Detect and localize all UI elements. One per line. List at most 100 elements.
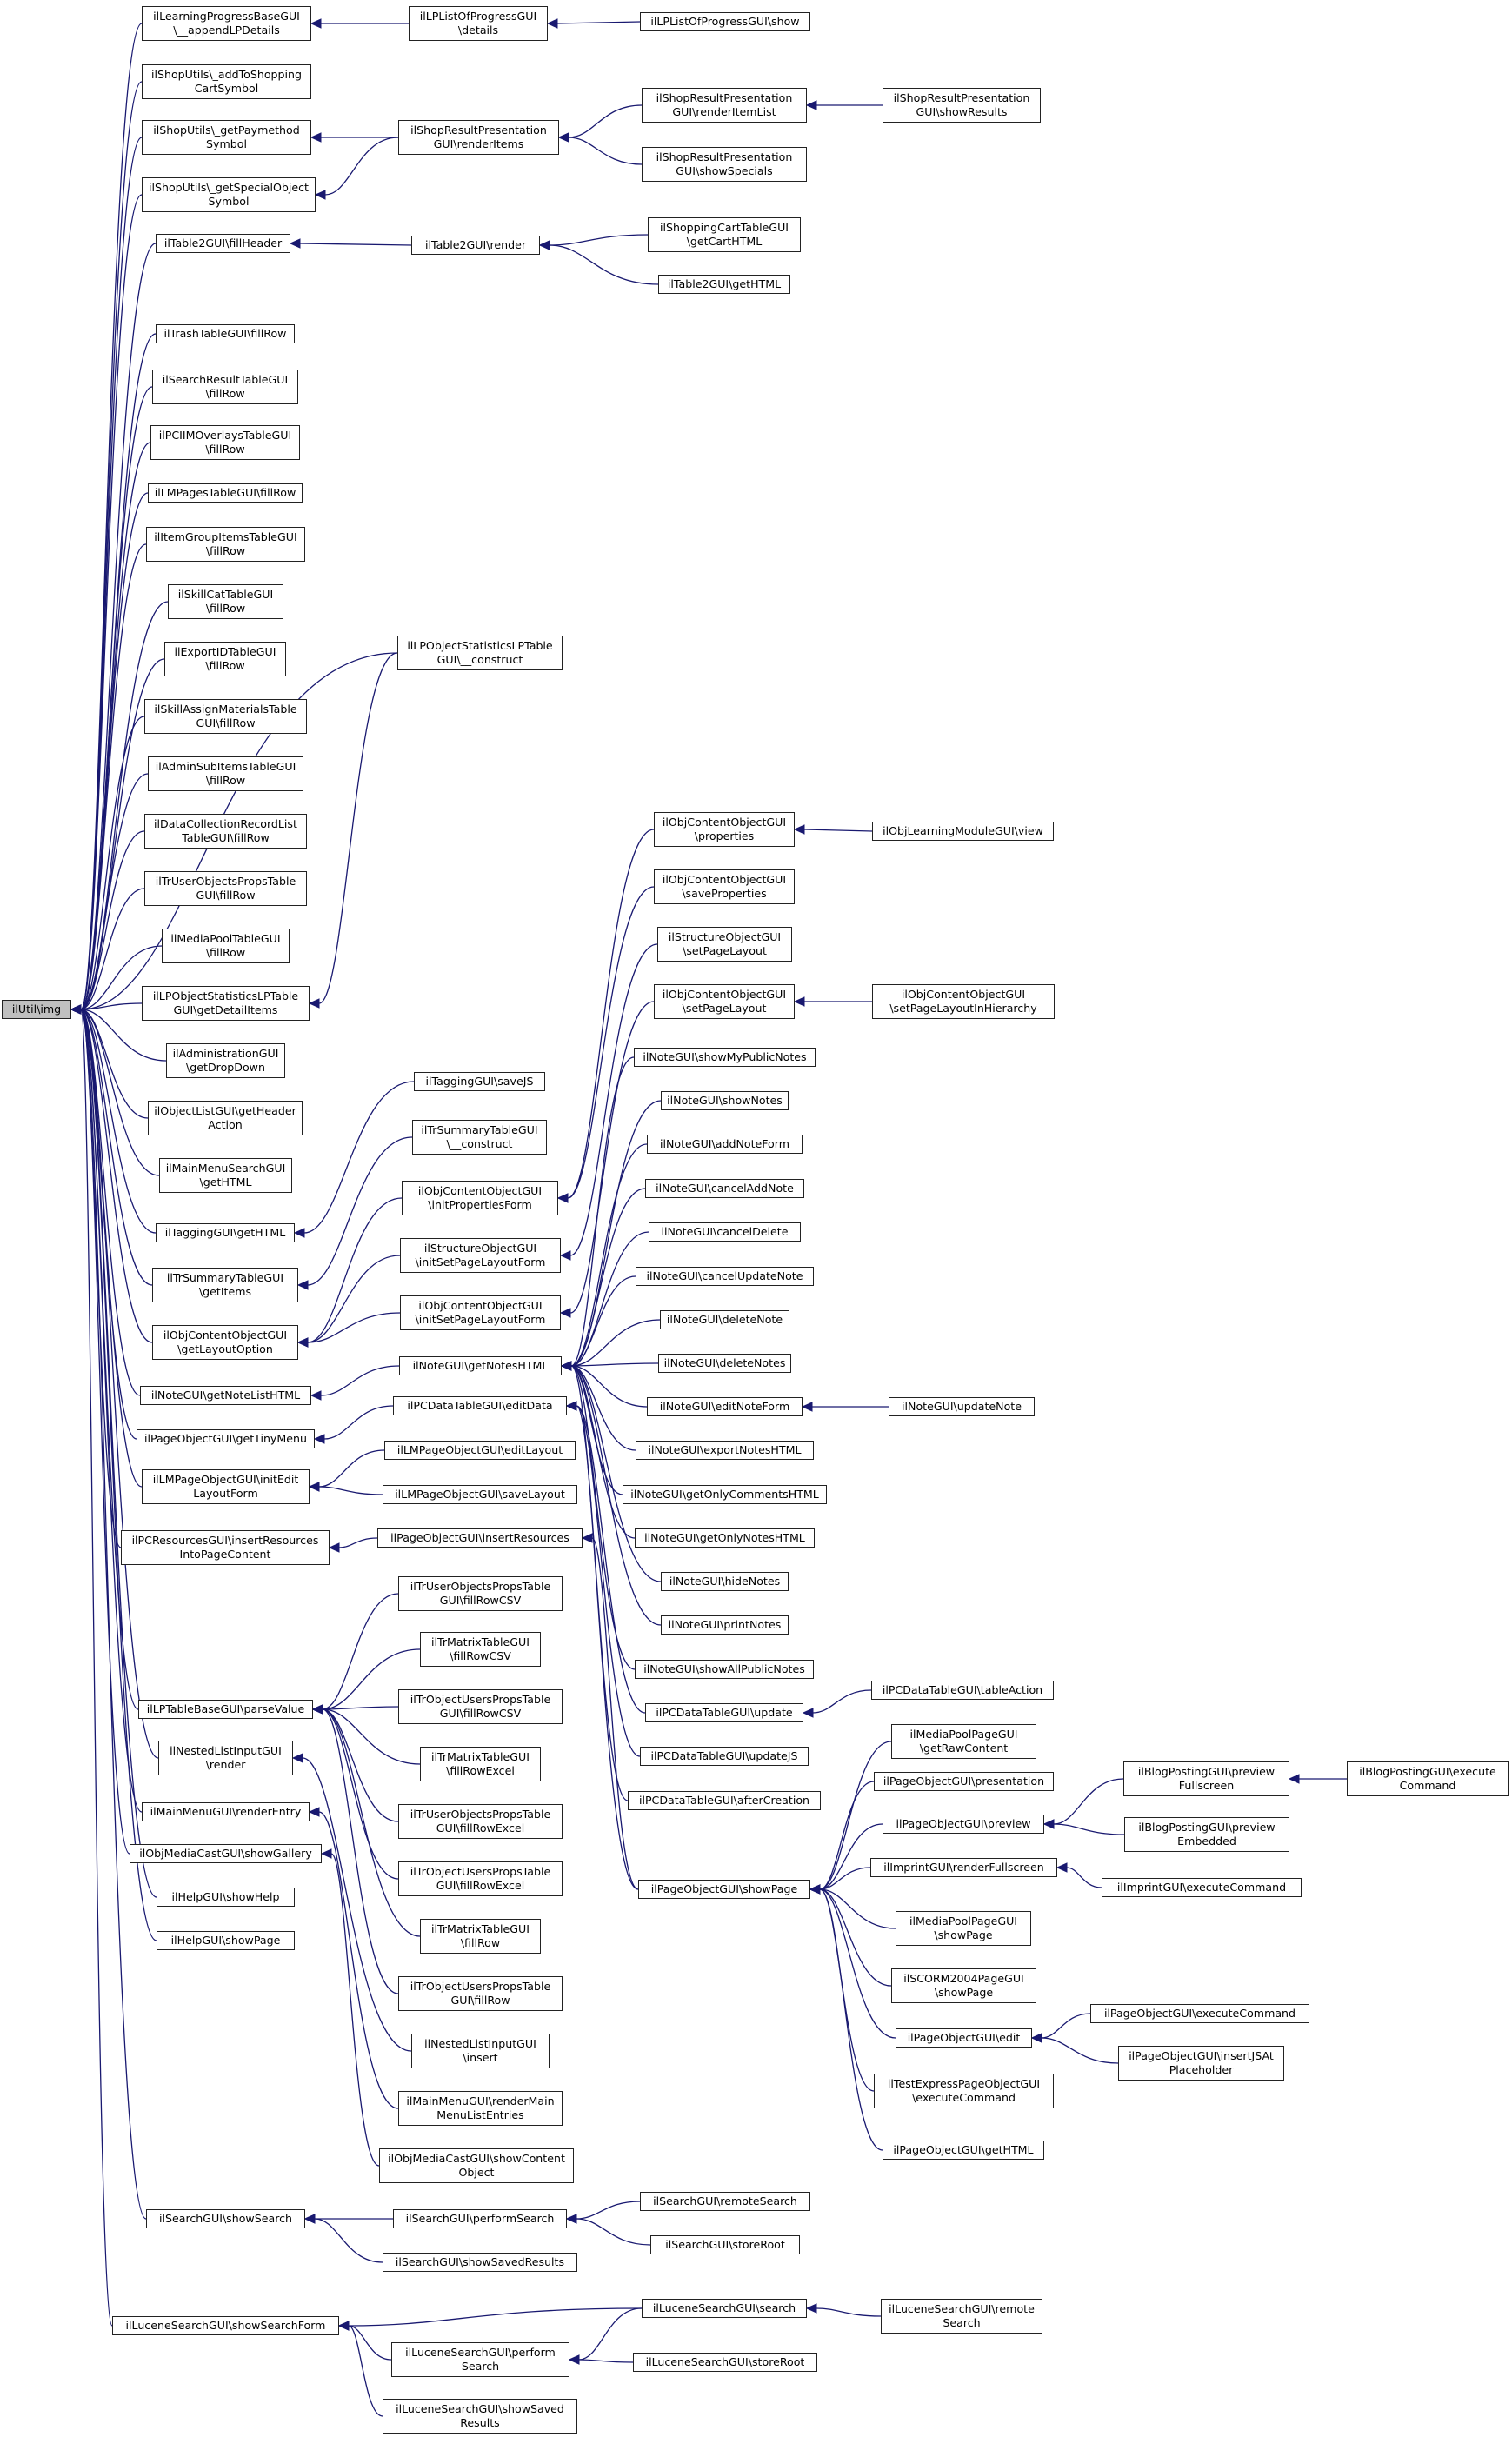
function-node[interactable]: ilSearchGUI\showSavedResults bbox=[383, 2253, 577, 2272]
function-node[interactable]: ilLuceneSearchGUI\search bbox=[642, 2299, 807, 2318]
function-node[interactable]: ilAdminSubItemsTableGUI\fillRow bbox=[148, 756, 303, 791]
function-node[interactable]: ilNoteGUI\printNotes bbox=[661, 1615, 789, 1635]
root-function-node[interactable]: ilUtil\img bbox=[2, 1000, 71, 1019]
function-node[interactable]: ilSearchGUI\storeRoot bbox=[650, 2235, 800, 2254]
function-node[interactable]: ilTaggingGUI\getHTML bbox=[156, 1223, 295, 1242]
function-node[interactable]: ilNoteGUI\deleteNote bbox=[660, 1310, 789, 1329]
function-node[interactable]: ilObjLearningModuleGUI\view bbox=[872, 822, 1054, 841]
function-node[interactable]: ilShoppingCartTableGUI\getCartHTML bbox=[648, 217, 801, 252]
function-node[interactable]: ilLMPageObjectGUI\saveLayout bbox=[383, 1485, 577, 1504]
function-node[interactable]: ilTable2GUI\render bbox=[411, 236, 540, 255]
function-node[interactable]: ilObjContentObjectGUI\setPageLayout bbox=[654, 984, 795, 1019]
function-node[interactable]: ilNoteGUI\getOnlyNotesHTML bbox=[635, 1528, 815, 1548]
function-node[interactable]: ilNoteGUI\editNoteForm bbox=[647, 1397, 803, 1416]
function-node[interactable]: ilNoteGUI\showMyPublicNotes bbox=[634, 1048, 816, 1067]
function-node[interactable]: ilPageObjectGUI\insertResources bbox=[377, 1528, 583, 1548]
function-node[interactable]: ilPCDataTableGUI\updateJS bbox=[640, 1747, 809, 1766]
function-node[interactable]: ilTrMatrixTableGUI\fillRow bbox=[420, 1919, 541, 1954]
function-node[interactable]: ilPCIIMOverlaysTableGUI\fillRow bbox=[150, 425, 300, 460]
function-node[interactable]: ilTaggingGUI\saveJS bbox=[414, 1072, 545, 1091]
function-node[interactable]: ilLPTableBaseGUI\parseValue bbox=[138, 1700, 313, 1719]
function-node[interactable]: ilSCORM2004PageGUI\showPage bbox=[891, 1968, 1036, 2003]
function-node[interactable]: ilTestExpressPageObjectGUI\executeComman… bbox=[874, 2074, 1054, 2108]
function-node[interactable]: ilAdministrationGUI\getDropDown bbox=[166, 1043, 285, 1078]
function-node[interactable]: ilSearchResultTableGUI\fillRow bbox=[152, 370, 298, 404]
function-node[interactable]: ilPCDataTableGUI\editData bbox=[393, 1396, 567, 1415]
function-node[interactable]: ilItemGroupItemsTableGUI\fillRow bbox=[146, 527, 305, 562]
function-node[interactable]: ilObjContentObjectGUI\properties bbox=[654, 812, 795, 847]
function-node[interactable]: ilPageObjectGUI\executeCommand bbox=[1090, 2004, 1309, 2023]
function-node[interactable]: ilNestedListInputGUI\insert bbox=[411, 2034, 550, 2068]
function-node[interactable]: ilNoteGUI\exportNotesHTML bbox=[636, 1441, 814, 1460]
function-node[interactable]: ilPCDataTableGUI\update bbox=[645, 1703, 803, 1722]
function-node[interactable]: ilPageObjectGUI\presentation bbox=[874, 1772, 1054, 1791]
function-node[interactable]: ilMediaPoolTableGUI\fillRow bbox=[162, 929, 290, 963]
function-node[interactable]: ilMainMenuGUI\renderEntry bbox=[142, 1802, 310, 1821]
function-node[interactable]: ilNestedListInputGUI\render bbox=[158, 1741, 293, 1775]
function-node[interactable]: ilNoteGUI\getOnlyCommentsHTML bbox=[623, 1485, 827, 1504]
function-node[interactable]: ilNoteGUI\getNotesHTML bbox=[399, 1356, 562, 1375]
function-node[interactable]: ilPageObjectGUI\getHTML bbox=[883, 2141, 1044, 2160]
function-node[interactable]: ilLearningProgressBaseGUI\__appendLPDeta… bbox=[142, 6, 311, 41]
function-node[interactable]: ilNoteGUI\hideNotes bbox=[661, 1572, 789, 1591]
function-node[interactable]: ilLuceneSearchGUI\showSearchForm bbox=[112, 2316, 339, 2335]
function-node[interactable]: ilLMPageObjectGUI\editLayout bbox=[384, 1441, 576, 1460]
function-node[interactable]: ilLMPagesTableGUI\fillRow bbox=[148, 483, 303, 503]
function-node[interactable]: ilObjContentObjectGUI\saveProperties bbox=[654, 869, 795, 904]
function-node[interactable]: ilPageObjectGUI\showPage bbox=[638, 1880, 810, 1899]
function-node[interactable]: ilNoteGUI\showAllPublicNotes bbox=[635, 1660, 814, 1679]
function-node[interactable]: ilImprintGUI\executeCommand bbox=[1102, 1878, 1302, 1897]
function-node[interactable]: ilMediaPoolPageGUI\getRawContent bbox=[891, 1724, 1036, 1759]
function-node[interactable]: ilObjMediaCastGUI\showGallery bbox=[130, 1844, 322, 1863]
function-node[interactable]: ilObjContentObjectGUI\initPropertiesForm bbox=[402, 1181, 558, 1215]
function-node[interactable]: ilStructureObjectGUI\initSetPageLayoutFo… bbox=[400, 1238, 561, 1273]
function-node[interactable]: ilSkillCatTableGUI\fillRow bbox=[168, 584, 283, 619]
function-node[interactable]: ilLPListOfProgressGUI\show bbox=[640, 12, 810, 31]
function-node[interactable]: ilTable2GUI\getHTML bbox=[658, 275, 790, 294]
function-node[interactable]: ilExportIDTableGUI\fillRow bbox=[164, 642, 286, 676]
function-node[interactable]: ilLuceneSearchGUI\storeRoot bbox=[633, 2353, 817, 2372]
function-node[interactable]: ilNoteGUI\updateNote bbox=[889, 1397, 1035, 1416]
function-node[interactable]: ilSearchGUI\remoteSearch bbox=[640, 2192, 810, 2211]
function-node[interactable]: ilNoteGUI\cancelAddNote bbox=[645, 1179, 804, 1198]
function-node[interactable]: ilNoteGUI\addNoteForm bbox=[647, 1135, 803, 1154]
function-node[interactable]: ilNoteGUI\cancelUpdateNote bbox=[636, 1267, 814, 1286]
function-node[interactable]: ilTrashTableGUI\fillRow bbox=[156, 324, 295, 343]
function-node[interactable]: ilPCDataTableGUI\tableAction bbox=[871, 1681, 1054, 1700]
function-node[interactable]: ilPageObjectGUI\preview bbox=[883, 1815, 1044, 1834]
function-node[interactable]: ilPageObjectGUI\getTinyMenu bbox=[137, 1429, 315, 1448]
function-node[interactable]: ilNoteGUI\deleteNotes bbox=[658, 1354, 791, 1373]
function-node[interactable]: ilTable2GUI\fillHeader bbox=[156, 234, 290, 253]
function-node[interactable]: ilSearchGUI\performSearch bbox=[393, 2209, 567, 2228]
function-node[interactable]: ilObjContentObjectGUI\setPageLayoutInHie… bbox=[872, 984, 1055, 1019]
function-node[interactable]: ilMainMenuSearchGUI\getHTML bbox=[159, 1158, 292, 1193]
function-node[interactable]: ilNoteGUI\showNotes bbox=[661, 1091, 789, 1110]
function-node[interactable]: ilTrMatrixTableGUI\fillRowExcel bbox=[420, 1747, 541, 1781]
function-node[interactable]: ilMediaPoolPageGUI\showPage bbox=[896, 1911, 1031, 1946]
function-node[interactable]: ilImprintGUI\renderFullscreen bbox=[870, 1858, 1057, 1877]
function-node[interactable]: ilTrSummaryTableGUI\__construct bbox=[412, 1120, 547, 1155]
function-node[interactable]: ilObjContentObjectGUI\initSetPageLayoutF… bbox=[400, 1295, 561, 1330]
